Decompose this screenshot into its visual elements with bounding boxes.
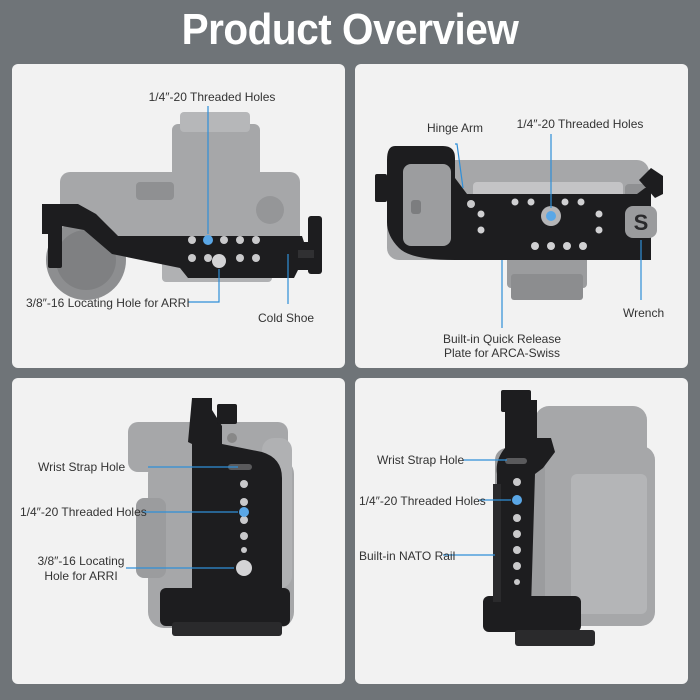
label-quick-release-1: Built-in Quick Release — [442, 332, 562, 346]
shoe-screw — [227, 433, 237, 443]
page-title: Product Overview — [181, 5, 519, 54]
cage-side — [160, 398, 290, 636]
label-threaded-holes: 1/4″-20 Threaded Holes — [516, 117, 644, 131]
wrench-tool: S — [625, 206, 657, 238]
svg-text:S: S — [634, 210, 649, 235]
panel-side-grip-view: Wrist Strap Hole 1/4″-20 Threaded Holes … — [12, 378, 345, 684]
callout-lines — [126, 466, 238, 569]
grip-cutout — [403, 164, 451, 246]
panel-top-view: 1/4″-20 Threaded Holes 3/8″-16 Locating … — [12, 64, 345, 368]
bottom-view-illustration: S — [375, 134, 663, 328]
label-hinge-arm: Hinge Arm — [427, 121, 484, 135]
locating-hole — [236, 560, 252, 576]
locating-hole — [212, 254, 226, 268]
plate-holes — [477, 198, 603, 250]
nato-rail — [493, 484, 501, 602]
label-threaded-holes: 1/4″-20 Threaded Holes — [148, 90, 276, 104]
hinge-screw — [467, 200, 475, 208]
side-rear-illustration — [443, 390, 655, 646]
side-grip-illustration — [126, 398, 294, 636]
threaded-hole-highlight — [203, 235, 213, 245]
cage-bottom-plate — [375, 146, 663, 260]
side-holes — [240, 480, 248, 553]
label-quick-release-2: Plate for ARCA-Swiss — [443, 346, 561, 360]
label-cold-shoe: Cold Shoe — [258, 311, 315, 325]
panel-side-rear-view: Wrist Strap Hole 1/4″-20 Threaded Holes … — [355, 378, 688, 684]
cage-top-plate — [42, 204, 322, 278]
panel-bottom-view: S Hinge Arm 1/4″-20 Threaded Holes Built… — [355, 64, 688, 368]
threaded-hole-highlight — [546, 211, 556, 221]
label-threaded-holes: 1/4″-20 Threaded Holes — [359, 494, 486, 508]
callout-lines — [188, 106, 289, 304]
label-threaded-holes: 1/4″-20 Threaded Holes — [20, 505, 147, 519]
wrist-strap-slot — [505, 458, 527, 464]
label-wrench: Wrench — [623, 306, 665, 320]
callout-lines — [443, 459, 511, 556]
cage-side — [483, 390, 595, 646]
label-locating-hole: 3/8″-16 Locating Hole for ARRI — [26, 296, 190, 310]
callout-lines — [455, 134, 642, 328]
label-locating-2: Hole for ARRI — [44, 569, 118, 583]
wrist-strap-slot — [228, 464, 252, 470]
label-locating-1: 3/8″-16 Locating — [37, 554, 125, 568]
label-wrist-strap: Wrist Strap Hole — [38, 460, 126, 474]
label-wrist-strap: Wrist Strap Hole — [377, 453, 465, 467]
threaded-hole-highlight — [239, 507, 249, 517]
label-nato-rail: Built-in NATO Rail — [359, 549, 456, 563]
threaded-hole-highlight — [512, 495, 522, 505]
top-view-illustration — [42, 106, 322, 304]
